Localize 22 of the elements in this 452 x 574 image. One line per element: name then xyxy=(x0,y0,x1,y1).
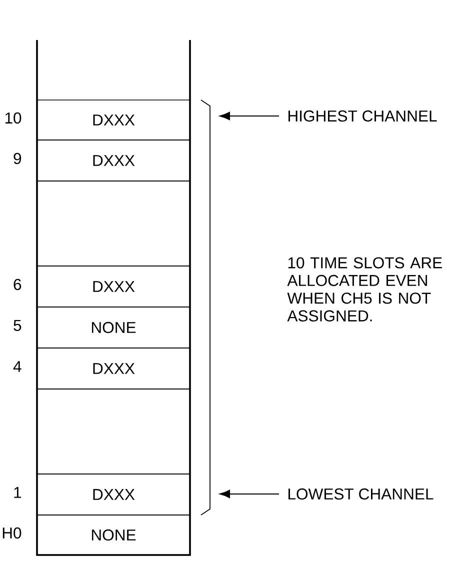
slot-cell: DXXX xyxy=(36,140,190,182)
slot-cell: DXXX xyxy=(36,474,190,516)
slot-column xyxy=(36,40,191,556)
slot-cell: DXXX xyxy=(36,266,190,308)
slot-cell: NONE xyxy=(36,514,190,556)
callout-text: HIGHEST CHANNEL xyxy=(288,110,437,122)
slot-cell: DXXX xyxy=(36,348,190,390)
slot-cell xyxy=(36,388,190,474)
slot-number: 5 xyxy=(14,320,22,331)
slot-number: 4 xyxy=(13,361,22,372)
slot-number: H0 xyxy=(2,527,22,539)
slot-cell: NONE xyxy=(36,306,190,348)
arrow xyxy=(219,490,280,498)
slot-number: 9 xyxy=(14,152,22,164)
slot-number: 6 xyxy=(14,278,22,290)
note-text: 10 TIME SLOTS ARE ALLOCATED EVEN WHEN CH5 IS NOT ASSIGNED. xyxy=(287,257,442,322)
slot-cell xyxy=(36,180,190,266)
slot-number: 1 xyxy=(14,487,22,498)
arrow xyxy=(219,112,280,120)
slot-cell: DXXX xyxy=(36,100,190,140)
callout-text: LOWEST CHANNEL xyxy=(288,488,434,500)
slot-number: 10 xyxy=(5,112,22,124)
